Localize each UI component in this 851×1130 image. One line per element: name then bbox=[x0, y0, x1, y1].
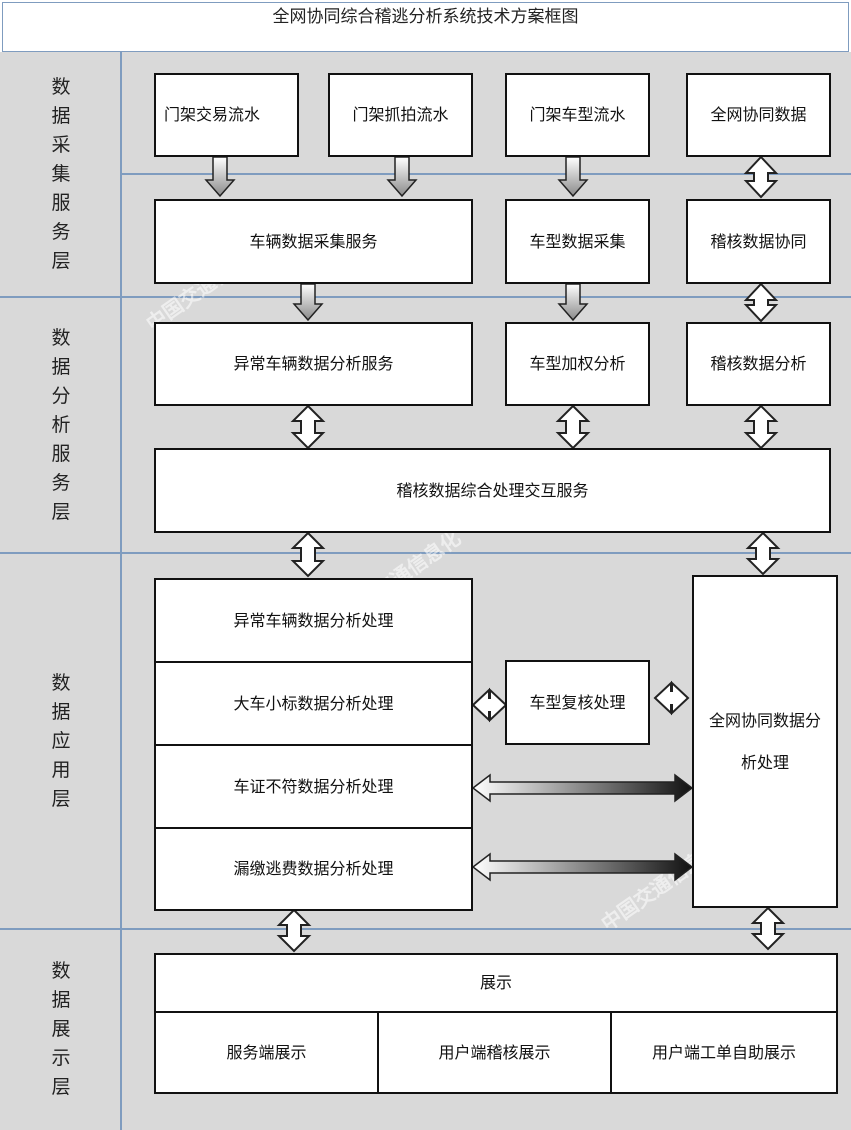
layer-label-display-text: 数据展示层 bbox=[51, 959, 71, 1098]
box-server-display-label: 服务端展示 bbox=[226, 1042, 307, 1062]
box-display-label: 展示 bbox=[479, 973, 512, 993]
box-audit-data-coop-label: 稽核数据协同 bbox=[710, 231, 807, 251]
box-gantry-capture-label: 门架抓拍流水 bbox=[352, 105, 449, 125]
box-vehicle-type-collect-label: 车型数据采集 bbox=[529, 231, 626, 251]
box-vehicle-data-collect: 车辆数据采集服务 bbox=[154, 199, 473, 284]
box-big-small-processing: 大车小标数据分析处理 bbox=[154, 661, 473, 746]
arrow-bidir-weighted-integrated bbox=[555, 404, 591, 450]
arrow-bidir-bigsmall-recheck bbox=[471, 687, 508, 723]
arrow-bidir-cert-network bbox=[471, 773, 694, 803]
box-cert-mismatch-processing-label: 车证不符数据分析处理 bbox=[233, 776, 394, 796]
box-gantry-trade-label: 门架交易流水 bbox=[164, 105, 261, 125]
box-audit-data-analysis-label: 稽核数据分析 bbox=[710, 354, 807, 374]
box-vehicle-type-collect: 车型数据采集 bbox=[505, 199, 650, 284]
box-gantry-vehicle-type-label: 门架车型流水 bbox=[529, 105, 626, 125]
box-abnormal-vehicle-processing: 异常车辆数据分析处理 bbox=[154, 578, 473, 663]
box-vehicle-type-weighted: 车型加权分析 bbox=[505, 322, 650, 406]
box-network-coop-data: 全网协同数据 bbox=[686, 73, 831, 157]
box-user-audit-display: 用户端稽核展示 bbox=[377, 1011, 612, 1094]
arrow-bidir-coop bbox=[743, 155, 779, 199]
arrow-down-trade bbox=[204, 156, 236, 198]
box-server-display: 服务端展示 bbox=[154, 1011, 379, 1094]
box-big-small-processing-label: 大车小标数据分析处理 bbox=[233, 693, 394, 713]
box-audit-integrated-service-label: 稽核数据综合处理交互服务 bbox=[396, 480, 589, 500]
box-vehicle-type-recheck: 车型复核处理 bbox=[505, 660, 650, 745]
box-vehicle-data-collect-label: 车辆数据采集服务 bbox=[249, 231, 378, 251]
box-gantry-capture: 门架抓拍流水 bbox=[328, 73, 473, 157]
layer-label-analyze-text: 数据分析服务层 bbox=[51, 326, 71, 523]
diagram-title: 全网协同综合稽逃分析系统技术方案框图 bbox=[2, 2, 849, 52]
box-abnormal-vehicle-analysis-service: 异常车辆数据分析服务 bbox=[154, 322, 473, 406]
box-network-coop-processing-label: 全网协同数据分析处理 bbox=[708, 710, 821, 772]
box-audit-integrated-service: 稽核数据综合处理交互服务 bbox=[154, 448, 831, 533]
arrow-bidir-abnormal-integrated bbox=[290, 404, 326, 450]
diagram-title-text: 全网协同综合稽逃分析系统技术方案框图 bbox=[272, 6, 579, 27]
arrow-bidir-integrated-apply-left bbox=[290, 531, 326, 578]
arrow-down-capture bbox=[386, 156, 418, 198]
box-display: 展示 bbox=[154, 953, 838, 1013]
layer-label-collect-text: 数据采集服务层 bbox=[51, 75, 71, 272]
arrow-down-vehicle-collect bbox=[292, 283, 324, 322]
layer-divider-3 bbox=[0, 928, 851, 930]
box-user-ticket-display-label: 用户端工单自助展示 bbox=[651, 1042, 796, 1062]
box-network-coop-processing: 全网协同数据分析处理 bbox=[692, 575, 838, 908]
layer-divider-1 bbox=[0, 296, 851, 298]
layer-label-display: 数据展示层 bbox=[2, 930, 120, 1128]
label-column-divider bbox=[120, 52, 122, 1130]
arrow-bidir-audit-integrated bbox=[743, 404, 779, 450]
box-user-audit-display-label: 用户端稽核展示 bbox=[438, 1042, 551, 1062]
box-toll-evasion-processing-label: 漏缴逃费数据分析处理 bbox=[233, 859, 394, 879]
arrow-bidir-apply-display-left bbox=[276, 908, 312, 953]
arrow-down-vehicle-type bbox=[557, 156, 589, 198]
box-abnormal-vehicle-analysis-service-label: 异常车辆数据分析服务 bbox=[233, 354, 394, 374]
arrow-down-type-collect bbox=[557, 283, 589, 322]
box-abnormal-vehicle-processing-label: 异常车辆数据分析处理 bbox=[233, 610, 394, 630]
layer-label-apply-text: 数据应用层 bbox=[51, 671, 71, 810]
arrow-bidir-recheck-network bbox=[653, 680, 690, 716]
box-audit-data-coop: 稽核数据协同 bbox=[686, 199, 831, 284]
box-toll-evasion-processing: 漏缴逃费数据分析处理 bbox=[154, 827, 473, 911]
box-vehicle-type-recheck-label: 车型复核处理 bbox=[529, 692, 626, 712]
box-gantry-trade: 门架交易流水 bbox=[154, 73, 299, 157]
box-vehicle-type-weighted-label: 车型加权分析 bbox=[529, 354, 626, 374]
arrow-bidir-audit-coop bbox=[743, 282, 779, 323]
layer-label-analyze: 数据分析服务层 bbox=[2, 298, 120, 552]
arrow-bidir-evasion-network bbox=[471, 852, 694, 882]
arrow-bidir-apply-display-right bbox=[750, 906, 786, 951]
layer-label-collect: 数据采集服务层 bbox=[2, 52, 120, 296]
collect-inner-divider bbox=[122, 173, 851, 175]
box-cert-mismatch-processing: 车证不符数据分析处理 bbox=[154, 744, 473, 829]
box-user-ticket-display: 用户端工单自助展示 bbox=[610, 1011, 838, 1094]
box-gantry-vehicle-type: 门架车型流水 bbox=[505, 73, 650, 157]
box-audit-data-analysis: 稽核数据分析 bbox=[686, 322, 831, 406]
arrow-bidir-integrated-apply-right bbox=[745, 531, 781, 576]
box-network-coop-data-label: 全网协同数据 bbox=[710, 105, 807, 125]
layer-divider-2 bbox=[0, 552, 851, 554]
layer-label-apply: 数据应用层 bbox=[2, 554, 120, 928]
